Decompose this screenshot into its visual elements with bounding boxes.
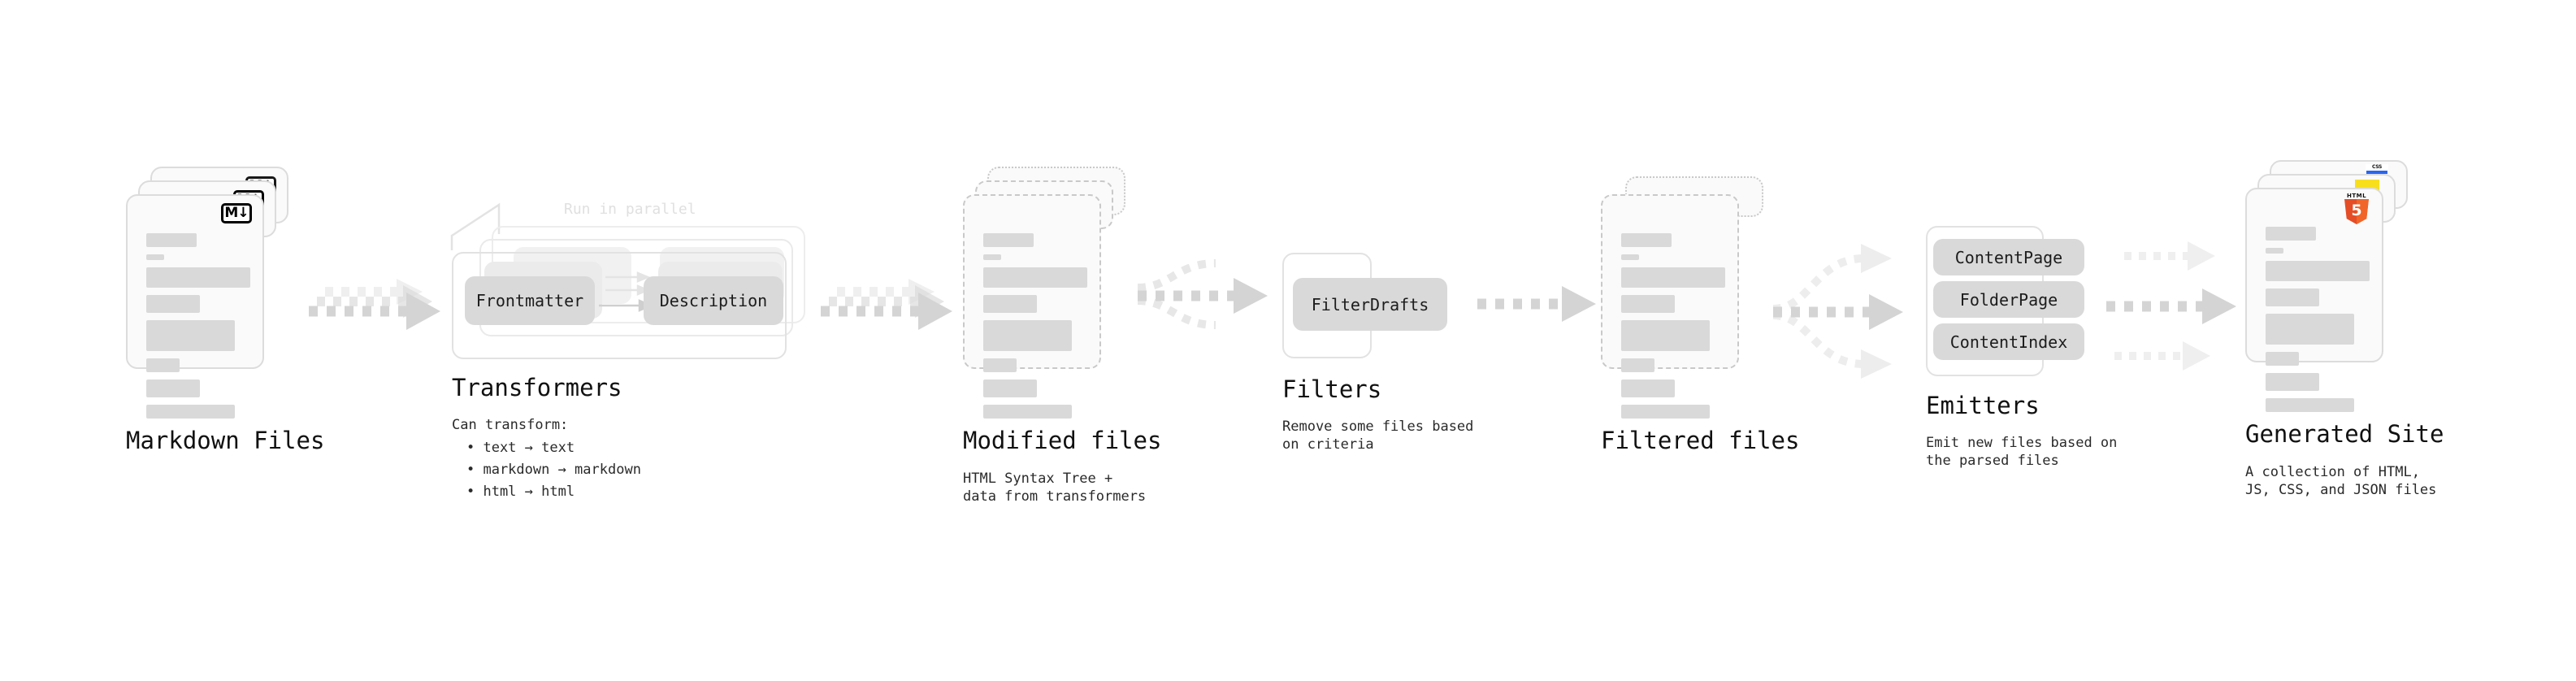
transformers-pill-description[interactable]: Description [644, 276, 783, 325]
arrow-emitters-to-site [2106, 241, 2236, 371]
emitters-pill-contentpage[interactable]: ContentPage [1933, 239, 2084, 275]
filtered-files-title: Filtered files [1601, 427, 1800, 454]
modified-files-title: Modified files [963, 427, 1162, 454]
transformers-title: Transformers [452, 374, 622, 401]
run-in-parallel-label: Run in parallel [564, 201, 696, 218]
arrow-modified-to-filters [1137, 259, 1268, 329]
emitters-pill-contentindex[interactable]: ContentIndex [1933, 323, 2084, 360]
filtered-card-content [1621, 233, 1725, 426]
modified-card-front [963, 194, 1101, 419]
transformers-pill-frontmatter[interactable]: Frontmatter [465, 276, 595, 325]
markdown-card-content [146, 233, 250, 426]
arrow-transformers-to-modified [821, 279, 952, 330]
modified-card-content [983, 233, 1087, 426]
html5-badge-number: 5 [2351, 201, 2362, 219]
generated-site-title: Generated Site [2245, 420, 2444, 448]
transformers-subtitle: Can transform: [452, 417, 569, 433]
css-badge-label: CSS [2372, 164, 2382, 170]
modified-files-subtitle: HTML Syntax Tree + data from transformer… [963, 471, 1147, 505]
generated-site-subtitle: A collection of HTML, JS, CSS, and JSON … [2245, 464, 2437, 498]
generated-card-content [2266, 227, 2370, 419]
filters-pill-filterdrafts[interactable]: FilterDrafts [1293, 278, 1447, 331]
run-in-parallel-leader [450, 202, 501, 250]
emitters-subtitle: Emit new files based on the parsed files [1926, 435, 2118, 469]
filters-subtitle: Remove some files based on criteria [1282, 419, 1474, 453]
css-badge: CSS [2366, 164, 2388, 175]
transformers-item-1: • text → text [466, 440, 575, 456]
filters-title: Filters [1282, 375, 1382, 403]
transformers-item-2: • markdown → markdown [466, 462, 641, 478]
html5-badge-label: HTML [2346, 193, 2367, 199]
emitters-title: Emitters [1926, 392, 2040, 419]
css-badge-bar [2366, 171, 2387, 174]
emitters-pill-folderpage[interactable]: FolderPage [1933, 281, 2084, 318]
html5-badge: HTML 5 [2343, 193, 2370, 225]
arrow-filtered-to-emitters [1772, 244, 1903, 379]
arrow-markdown-to-transformers [309, 279, 440, 330]
markdown-files-title: Markdown Files [126, 427, 325, 454]
transformers-box-front [452, 252, 787, 359]
arrow-filters-to-filtered [1477, 286, 1596, 322]
html5-badge-shield: 5 [2344, 199, 2369, 224]
transformers-item-3: • html → html [466, 484, 575, 500]
filtered-card-front [1601, 194, 1739, 419]
markdown-badge-front: M↓ [221, 203, 252, 223]
